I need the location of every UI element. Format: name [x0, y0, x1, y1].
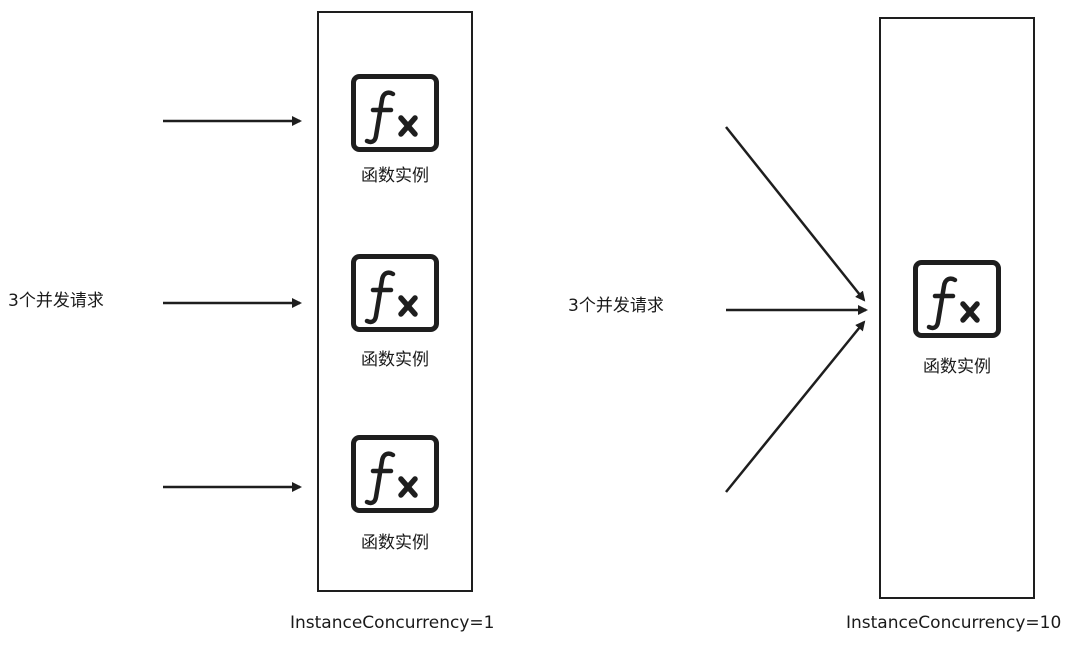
request-arrow-icon: [725, 320, 866, 493]
left-request-label: 3个并发请求: [8, 291, 104, 311]
instance-label: 函数实例: [361, 533, 429, 553]
fx-icon: [351, 74, 439, 152]
instance-label: 函数实例: [361, 166, 429, 186]
instance-label: 函数实例: [361, 350, 429, 370]
instance-label: 函数实例: [923, 357, 991, 377]
left-concurrency-label: InstanceConcurrency=1: [290, 613, 495, 633]
fx-icon: [351, 435, 439, 513]
right-concurrency-label: InstanceConcurrency=10: [846, 613, 1062, 633]
request-arrow-icon: [725, 126, 866, 302]
fx-icon: [913, 260, 1001, 338]
right-request-label: 3个并发请求: [568, 296, 664, 316]
fx-icon: [351, 254, 439, 332]
